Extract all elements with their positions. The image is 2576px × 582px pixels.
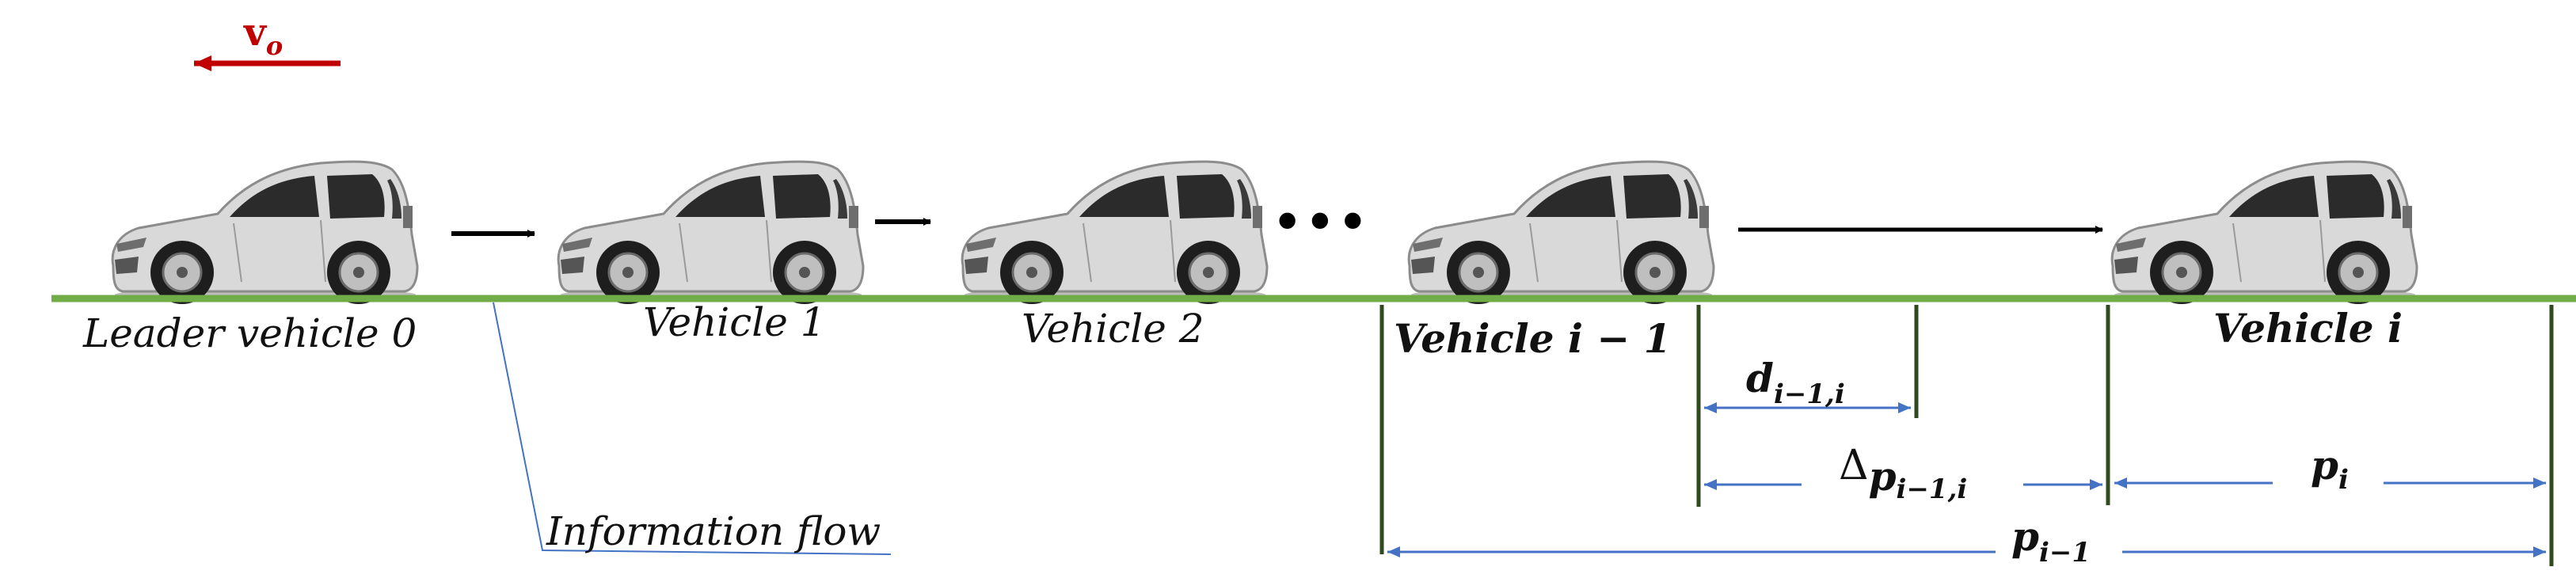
label-leader-vehicle: Leader vehicle 0 [82, 310, 417, 356]
vehicle-i-car [2110, 160, 2418, 306]
vehicle-i-minus-1-car [1407, 160, 1715, 306]
gap-dimension: di−1,i [1704, 355, 1911, 413]
velocity-label: vo [243, 10, 283, 61]
vehicle-length-dimension: pi [2114, 442, 2546, 496]
information-flow-callout: Information flow [493, 302, 892, 555]
length-label: pi [2311, 442, 2349, 496]
total-label: pi−1 [2011, 513, 2091, 569]
information-flow-label: Information flow [546, 508, 881, 554]
vehicle-1-car [557, 160, 865, 306]
label-vehicle-1: Vehicle 1 [643, 299, 826, 345]
label-vehicle-i-minus-1: Vehicle i − 1 [1394, 315, 1672, 362]
information-flow-leader-line [493, 302, 892, 555]
label-vehicle-2: Vehicle 2 [1022, 306, 1204, 352]
leader-vehicle-car [111, 160, 419, 306]
vehicle-2-car [961, 160, 1269, 306]
ellipsis-dots: ••• [1271, 190, 1369, 255]
velocity-indicator: vo [194, 10, 341, 71]
gap-label: di−1,i [1746, 355, 1845, 410]
total-dimension: pi−1 [1387, 513, 2546, 569]
label-vehicle-i: Vehicle i [2213, 305, 2403, 352]
spacing-dimension: Δpi−1,i [1704, 442, 2102, 505]
spacing-label: Δpi−1,i [1839, 442, 1967, 505]
